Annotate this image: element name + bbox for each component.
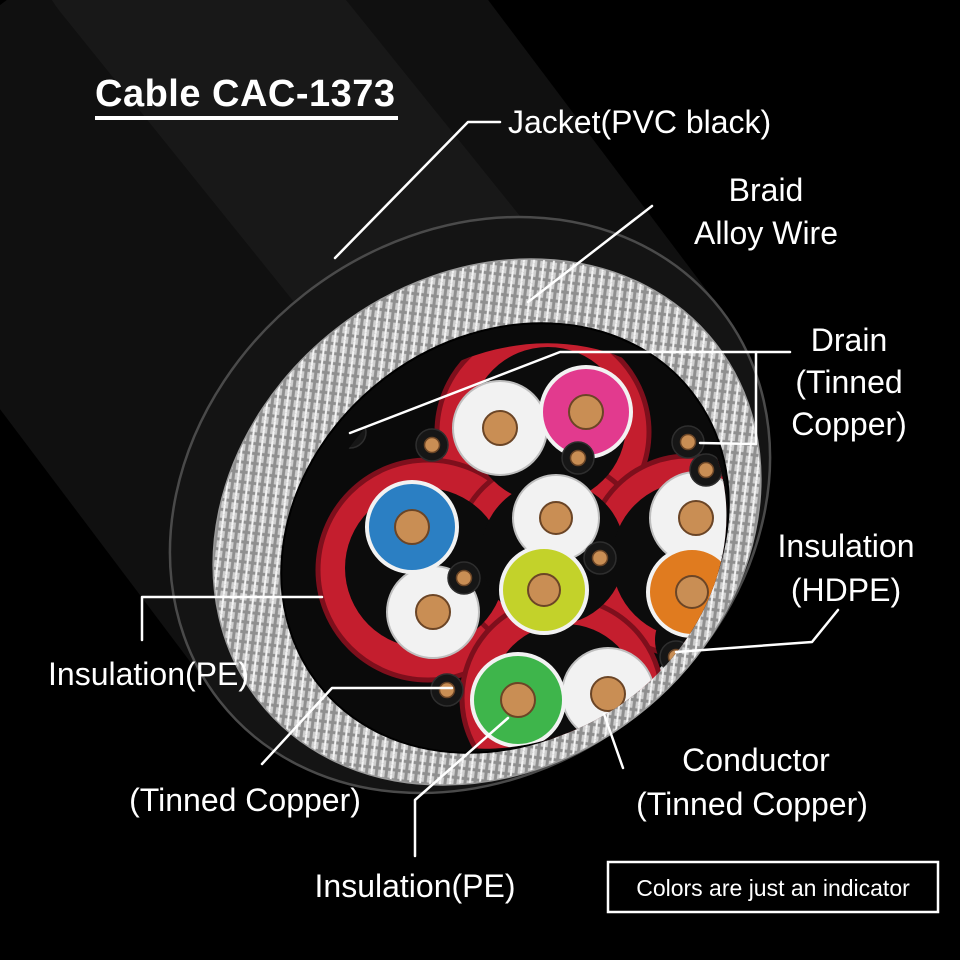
leader-insulation-pe-bottom bbox=[413, 716, 510, 858]
label-conductor-line1: Conductor bbox=[682, 742, 830, 778]
drain-conductor bbox=[438, 681, 456, 699]
drain-conductor bbox=[455, 569, 473, 587]
label-insulation-pe-bottom: Insulation(PE) bbox=[315, 868, 516, 904]
drain-conductor bbox=[569, 449, 587, 467]
label-drain-line3: Copper) bbox=[791, 406, 907, 442]
leader-insulation-pe-left bbox=[140, 595, 324, 642]
label-insulation-hdpe-line1: Insulation bbox=[778, 528, 915, 564]
label-jacket: Jacket(PVC black) bbox=[508, 104, 771, 140]
leader-braid bbox=[526, 204, 654, 304]
conductor bbox=[500, 682, 536, 718]
conductor bbox=[482, 410, 518, 446]
conductor bbox=[568, 394, 604, 430]
label-braid-line2: Alloy Wire bbox=[694, 215, 838, 251]
label-insulation-hdpe-line2: (HDPE) bbox=[791, 572, 901, 608]
conductor bbox=[675, 575, 709, 609]
drain-conductors bbox=[341, 423, 715, 699]
leader-insulation-hdpe bbox=[674, 608, 840, 654]
cable-interior bbox=[315, 323, 791, 801]
page-title: Cable CAC-1373 bbox=[95, 73, 396, 115]
note-text: Colors are just an indicator bbox=[636, 875, 910, 901]
conductor bbox=[539, 501, 573, 535]
conductor bbox=[527, 573, 561, 607]
leader-lines bbox=[140, 120, 840, 858]
conductor bbox=[590, 676, 626, 712]
label-insulation-pe-left: Insulation(PE) bbox=[48, 656, 249, 692]
leader-drain-left bbox=[348, 350, 792, 435]
note-box bbox=[606, 860, 940, 914]
title-underline bbox=[95, 116, 398, 120]
label-braid-line1: Braid bbox=[729, 172, 804, 208]
copper-conductors bbox=[394, 394, 714, 718]
leader-jacket bbox=[333, 120, 502, 260]
leader-drain-right bbox=[698, 350, 758, 446]
drain-conductor bbox=[679, 433, 697, 451]
conductor bbox=[415, 594, 451, 630]
leader-tinned-copper-left bbox=[260, 686, 454, 766]
drain-conductor bbox=[697, 461, 715, 479]
leader-conductor bbox=[602, 712, 625, 770]
conductor bbox=[394, 509, 430, 545]
label-drain-line2: (Tinned bbox=[795, 364, 902, 400]
label-conductor-line2: (Tinned Copper) bbox=[636, 786, 868, 822]
label-tinned-copper-left: (Tinned Copper) bbox=[129, 782, 361, 818]
drain-conductor bbox=[423, 436, 441, 454]
drain-conductor bbox=[591, 549, 609, 567]
label-drain-line1: Drain bbox=[811, 322, 887, 358]
conductor bbox=[678, 500, 714, 536]
